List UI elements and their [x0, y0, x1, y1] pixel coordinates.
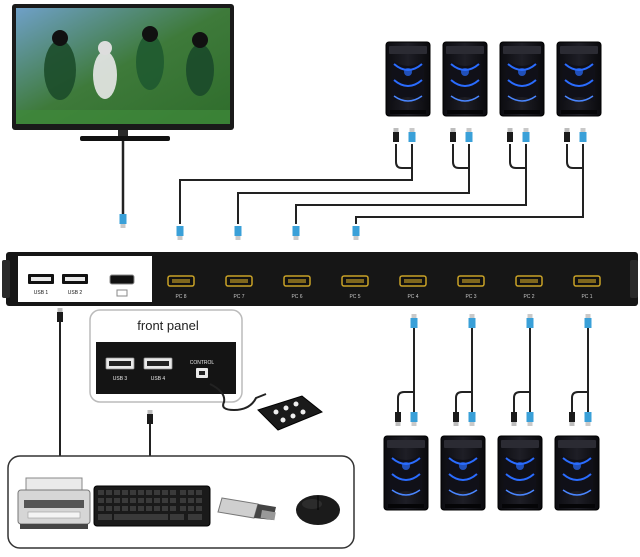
kvm-input-connector [352, 226, 360, 240]
kvm-input-connector [234, 226, 242, 240]
hdmi-input-port: PC 1 [573, 275, 601, 300]
kvm-input-connector [176, 226, 184, 240]
usb-port: USB 2 [62, 274, 88, 296]
pc-tower-icon [442, 41, 488, 117]
usb-port: USB 1 [28, 274, 54, 296]
pc-port-label: PC 7 [233, 294, 244, 300]
pc-tower-icon [554, 435, 600, 511]
top-pc-cables [395, 144, 584, 169]
control-port-label: CONTROL [190, 360, 215, 366]
monitor-icon [12, 4, 234, 141]
hdmi-input-port: PC 2 [515, 275, 543, 300]
hdmi-input-port: PC 3 [457, 275, 485, 300]
usb-port-label: USB 3 [113, 376, 128, 382]
keyboard-icon [93, 485, 211, 527]
bottom-pc-cables [397, 328, 589, 414]
usb-port: USB 3 [105, 357, 135, 382]
kvm-input-connector [292, 226, 300, 240]
bottom-pc-connectors [395, 412, 592, 426]
pc-tower-icon [383, 435, 429, 511]
monitor-hdmi-connector [119, 214, 127, 228]
hdmi-input-port: PC 4 [399, 275, 427, 300]
front-panel-title: front panel [137, 318, 199, 333]
kvm-input-connector [468, 314, 476, 328]
front-panel-callout: front panel USB 3 USB 4 CONTROL [89, 309, 243, 403]
control-port: CONTROL [190, 360, 215, 378]
usb-port-label: USB 2 [68, 290, 83, 296]
hdmi-input-port: PC 8 [167, 275, 195, 300]
hdmi-input-port: PC 6 [283, 275, 311, 300]
usb-port-label: USB 4 [151, 376, 166, 382]
top-pc-connectors [393, 128, 587, 142]
kvm-input-connector [410, 314, 418, 328]
hdmi-input-port: PC 5 [341, 275, 369, 300]
top-pc-long-cables [179, 168, 584, 224]
pc-port-label: PC 3 [465, 294, 476, 300]
pc-tower-icon [440, 435, 486, 511]
usb-port: USB 4 [143, 357, 173, 382]
pc-tower-icon [556, 41, 602, 117]
pc-port-label: PC 5 [349, 294, 360, 300]
usb-port-label: USB 1 [34, 290, 49, 296]
usb-connector [57, 308, 63, 322]
mouse-icon [296, 495, 340, 525]
printer-icon [17, 477, 91, 529]
pc-port-label: PC 2 [523, 294, 534, 300]
pc-port-label: PC 6 [291, 294, 302, 300]
kvm-input-connector [584, 314, 592, 328]
usb-drive-icon [217, 497, 276, 521]
pc-port-label: PC 8 [175, 294, 186, 300]
kvm-switch: USB 1 USB 2 PC 8 PC 7 PC 6 PC 5 PC 4 PC … [2, 252, 638, 306]
remote-control-icon [257, 395, 323, 431]
pc-port-label: PC 1 [581, 294, 592, 300]
pc-tower-icon [385, 41, 431, 117]
pc-tower-icon [497, 435, 543, 511]
hdmi-output-port [109, 274, 135, 297]
hdmi-input-port: PC 7 [225, 275, 253, 300]
kvm-input-connector [526, 314, 534, 328]
usb-connector [147, 410, 153, 424]
pc-tower-icon [499, 41, 545, 117]
pc-port-label: PC 4 [407, 294, 418, 300]
remote-cable [209, 383, 267, 412]
